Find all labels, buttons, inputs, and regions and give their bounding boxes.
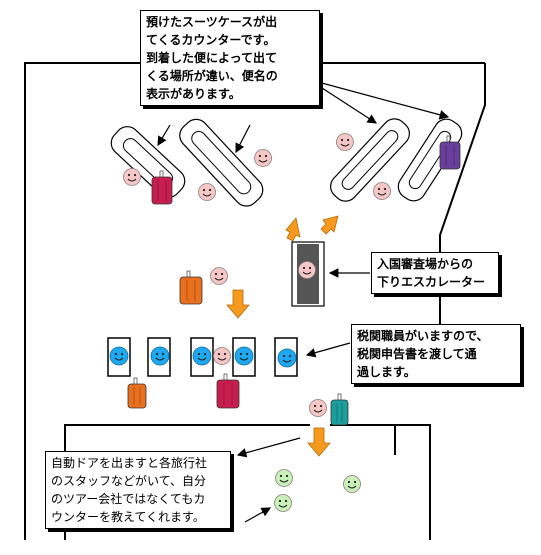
person-icon [298, 261, 316, 279]
exit-up-right-arrow-icon [320, 215, 339, 235]
suitcase-icon [216, 373, 240, 409]
exit-up-left-arrow-icon [285, 217, 301, 242]
pointer-arrows [157, 81, 450, 523]
person-icon [336, 133, 354, 151]
customs-callout: 税関職員がいますので、 税関申告書を渡して通 過します。 [351, 324, 521, 384]
outer-wall [24, 62, 140, 540]
person-icon [274, 494, 292, 512]
callout-line: 到着した便によって出て [146, 51, 278, 65]
exit-wall-right [330, 424, 431, 540]
pointer-arrow-icon [157, 124, 171, 147]
customs-officer-icon [192, 346, 212, 366]
person-icon [275, 469, 293, 487]
down-arrow-icon [226, 289, 250, 319]
person-icon [373, 182, 391, 200]
exit-callout: 自動ドアを出ますと各旅行社 のスタッフなどがいて、自分 のツアー会社ではなくても… [45, 451, 231, 529]
pointer-arrow-icon [321, 87, 378, 124]
callout-line: のスタッフなどがいて、自分 [51, 474, 207, 488]
callout-line: 下りエスカレーター [377, 275, 486, 289]
suitcase-icon [151, 170, 173, 205]
carousel-2 [179, 118, 264, 207]
callout-line: 過します。 [357, 365, 416, 379]
person-icon [309, 399, 327, 417]
person-icon [343, 475, 361, 493]
callout-line: ウンターを教えてくれます。 [51, 510, 205, 524]
carousel-3 [330, 118, 410, 202]
callout-line: 自動ドアを出ますと各旅行社 [51, 456, 208, 470]
down-arrow-icon [307, 427, 331, 457]
callout-line: 税関申告書を渡して通 [357, 347, 477, 361]
callout-line: 預けたスーツケースが出 [146, 15, 278, 29]
callout-line: 税関職員がいますので、 [357, 329, 489, 343]
suitcase-icon [330, 393, 349, 426]
suitcase-icon [127, 377, 147, 409]
pointer-arrow-icon [305, 342, 351, 358]
escalator-callout: 入国審査場からの 下りエスカレーター [371, 252, 499, 294]
person-icon [213, 347, 231, 365]
callout-line: のツアー会社ではなくてもカ [51, 492, 206, 506]
customs-officer-icon [150, 346, 170, 366]
pointer-arrow-icon [317, 81, 450, 120]
customs-officer-icon [109, 346, 129, 366]
suitcase-icon [439, 135, 461, 170]
callout-line: くる場所が違い、便名の [146, 69, 278, 83]
pointer-arrow-icon [235, 124, 251, 154]
callout-line: 入国審査場からの [377, 257, 474, 271]
person-icon [254, 149, 272, 167]
person-icon [198, 183, 216, 201]
pointer-arrow-icon [244, 507, 272, 523]
carousel-1 [110, 126, 186, 198]
person-icon [210, 267, 228, 285]
suitcase-icon [179, 270, 203, 305]
callout-line: てくるカウンターです。 [146, 33, 276, 47]
person-icon [123, 168, 141, 186]
carousel-callout: 預けたスーツケースが出 てくるカウンターです。 到着した便によって出て くる場所… [140, 10, 320, 106]
pointer-arrow-icon [236, 437, 301, 458]
callout-line: 表示があります。 [146, 87, 241, 101]
customs-booths [107, 337, 298, 377]
direction-arrows [226, 215, 339, 457]
customs-officer-icon [234, 346, 254, 366]
people [109, 133, 391, 512]
customs-officer-icon [277, 348, 297, 368]
suitcases [127, 135, 461, 426]
